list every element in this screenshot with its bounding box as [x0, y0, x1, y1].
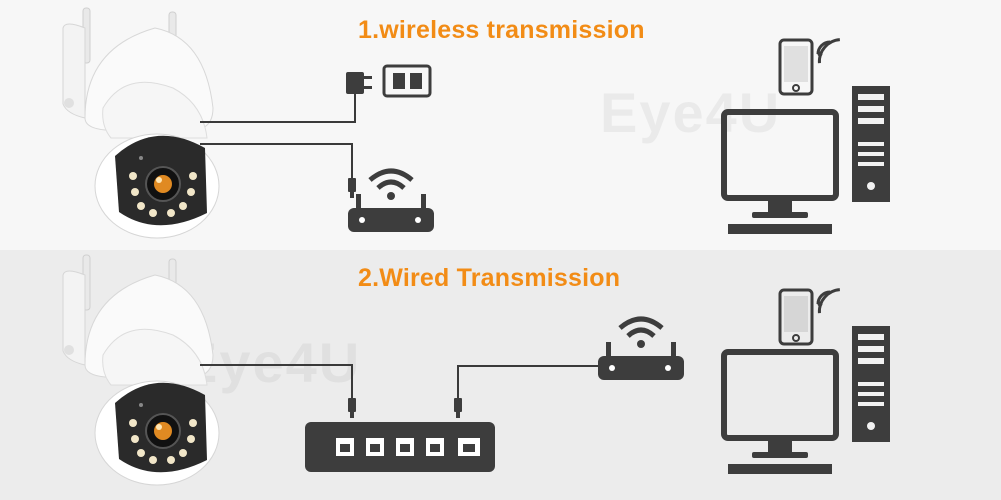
power-outlet-icon: [382, 64, 432, 98]
section-title-wired: 2.Wired Transmission: [358, 264, 621, 292]
network-switch-icon: [305, 422, 495, 472]
ethernet-plug-icon: [454, 398, 462, 418]
camera-icon: [62, 7, 220, 239]
camera-icon: [62, 254, 220, 486]
wifi-router-icon: [598, 319, 684, 380]
section-title-wireless: 1.wireless transmission: [358, 16, 645, 44]
ethernet-plug-icon: [348, 178, 356, 198]
power-cable: [200, 92, 356, 123]
ethernet-plug-icon: [348, 398, 356, 418]
power-adapter-icon: [346, 72, 372, 94]
smartphone-icon: [778, 38, 843, 96]
desktop-computer-icon: [724, 86, 890, 234]
desktop-computer-icon: [724, 326, 890, 474]
network-cable: [457, 365, 612, 398]
wifi-router-icon: [348, 171, 434, 232]
network-cable: [200, 143, 353, 178]
smartphone-icon: [778, 288, 843, 346]
network-cable: [200, 364, 353, 398]
